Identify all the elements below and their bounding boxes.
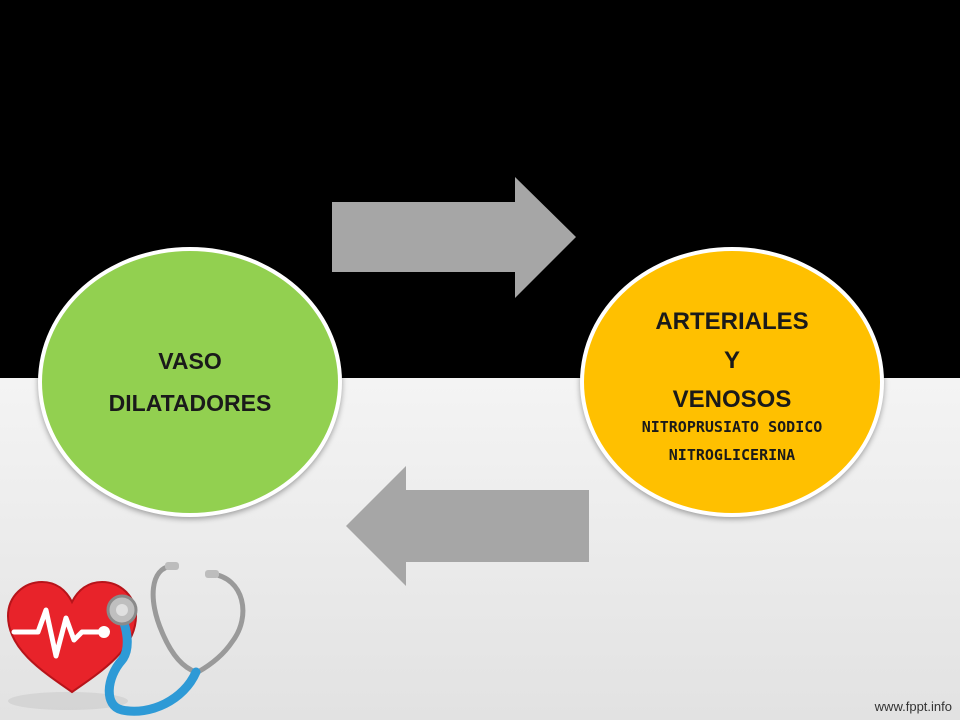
footer-url: www.fppt.info [874, 699, 952, 714]
right-arrow [332, 177, 576, 298]
drug-nitroprusside: NITROPRUSIATO SODICO [641, 417, 823, 436]
vasodilators-label-line1: VASO [158, 348, 222, 374]
heart-icon [6, 580, 138, 694]
drug-nitroglycerin: NITROGLICERINA [668, 445, 796, 464]
vasodilators-label-line2: DILATADORES [108, 390, 272, 416]
medical-illustration [6, 562, 246, 716]
arterial-venous-node: ARTERIALES Y VENOSOS NITROPRUSIATO SODIC… [580, 247, 884, 517]
venous-label: VENOSOS [672, 385, 792, 413]
left-arrow [346, 466, 589, 586]
vasodilators-node: VASO DILATADORES [38, 247, 342, 517]
arterial-label: ARTERIALES [655, 307, 809, 335]
stethoscope-icon [104, 562, 246, 716]
conjunction-label: Y [723, 346, 740, 374]
